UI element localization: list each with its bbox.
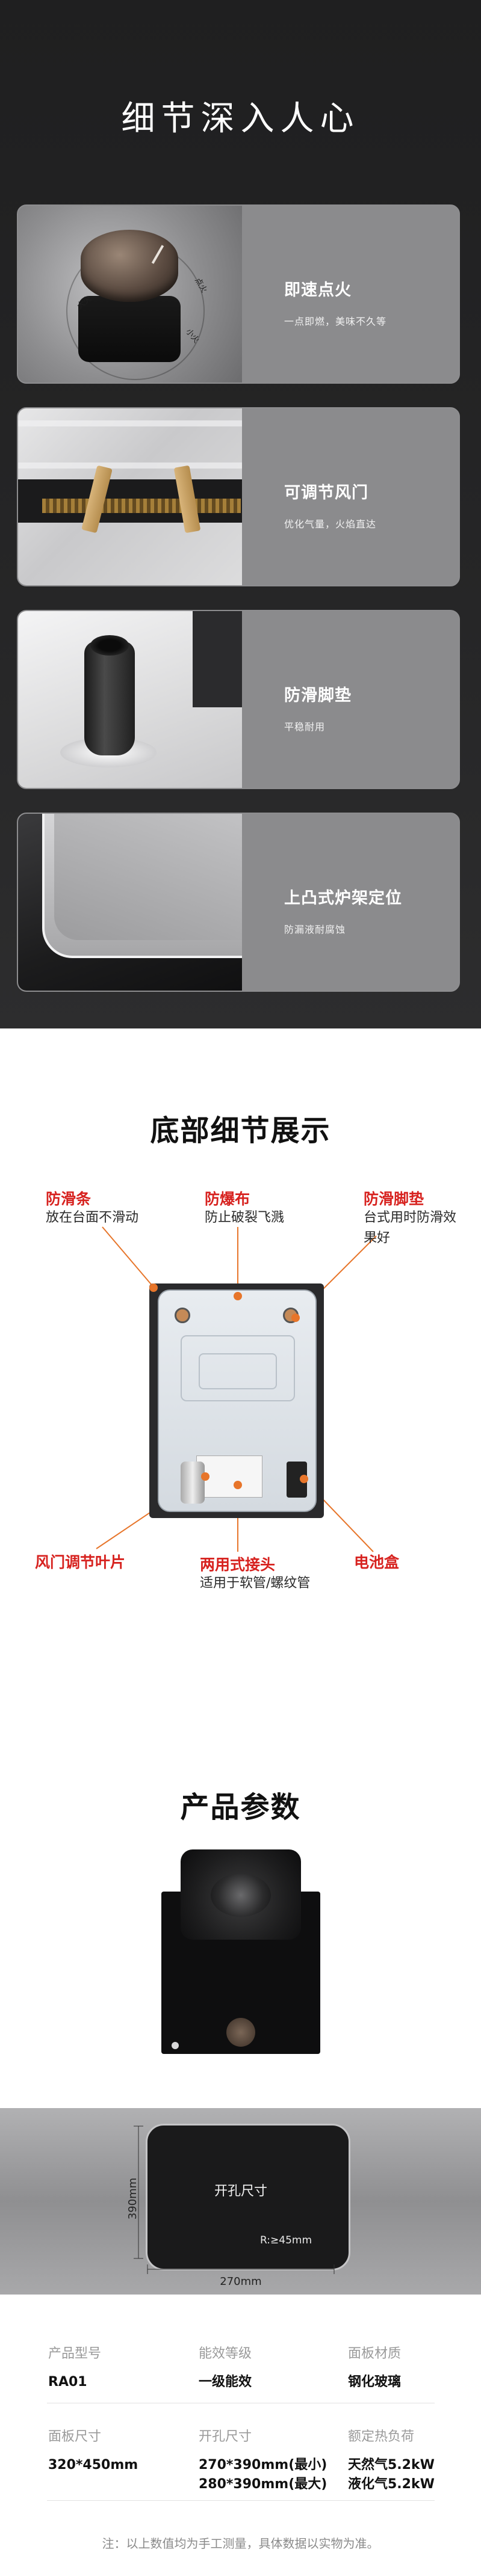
detail-card-heading: 上凸式炉架定位	[284, 889, 402, 908]
spec-value: 天然气5.2kW 液化气5.2kW	[348, 2458, 435, 2492]
bottom-section-title: 底部细节展示	[150, 1114, 331, 1148]
bottom-rib-inner	[199, 1353, 277, 1389]
spec-item: 产品型号 RA01	[48, 2343, 193, 2392]
dimension-lines	[134, 2126, 335, 2274]
callout-dual-connector: 两用式接头	[200, 1556, 276, 1573]
spec-key: 能效等级	[199, 2346, 252, 2361]
callout-anti-slip-strip-desc: 放在台面不滑动	[46, 1210, 139, 1225]
cutout-radius: R:≥45mm	[260, 2234, 312, 2246]
spec-key: 面板尺寸	[48, 2429, 102, 2444]
knob-icon	[81, 230, 178, 302]
detail-card-desc: 优化气量，火焰直达	[284, 518, 377, 530]
callout-air-damper: 风门调节叶片	[35, 1554, 126, 1571]
detail-card-heading: 即速点火	[284, 281, 352, 300]
detail-section: 细节深入人心 大火 小火 点火 即速点火 一点即燃，美味不久等 可调节风门 优化…	[0, 0, 481, 1028]
callout-dot	[234, 1481, 242, 1489]
foot-pad-icon	[84, 641, 135, 755]
detail-card-anti-slip: 防滑脚垫 平稳耐用	[17, 610, 460, 789]
callout-anti-slip-pad-desc: 台式用时防滑效果好	[364, 1210, 457, 1246]
spec-value: RA01	[48, 2375, 87, 2390]
detail-card-info: 可调节风门 优化气量，火焰直达	[242, 408, 459, 585]
battery-box-shape	[193, 611, 242, 707]
cutout-label: 开孔尺寸	[214, 2184, 267, 2199]
bottom-detail-section: 底部细节展示 防滑条 放在台面不滑动 防爆布 防止破裂飞溅 防滑脚垫 台式用时防…	[0, 1028, 481, 1735]
spec-item: 面板尺寸 320*450mm	[48, 2426, 193, 2475]
indicator-dot	[172, 2042, 179, 2049]
panel-edge-photo	[18, 814, 242, 991]
gas-inlet-icon	[181, 1462, 205, 1504]
spec-key: 面板材质	[348, 2346, 402, 2361]
detail-card-rack-position: 上凸式炉架定位 防漏液耐腐蚀	[17, 813, 460, 992]
bottom-rib	[181, 1335, 295, 1401]
spec-value: 320*450mm	[48, 2458, 138, 2473]
spec-key: 开孔尺寸	[199, 2429, 252, 2444]
panel-rim	[18, 420, 242, 469]
knob-base	[78, 296, 181, 362]
detail-card-desc: 防漏液耐腐蚀	[284, 924, 346, 935]
cutout-height: 390mm	[126, 2177, 140, 2220]
callout-anti-slip-pad: 防滑脚垫	[364, 1190, 424, 1208]
detail-card-desc: 一点即燃，美味不久等	[284, 316, 387, 327]
callout-anti-slip-strip: 防滑条	[46, 1190, 92, 1208]
spec-section: 产品参数 开孔尺寸 R:≥45mm 270mm 390mm 产品型号 RA01 …	[0, 1735, 481, 2576]
callout-dot	[149, 1283, 158, 1292]
spec-key: 额定热负荷	[348, 2429, 415, 2444]
detail-card-info: 即速点火 一点即燃，美味不久等	[242, 206, 459, 383]
spec-divider	[47, 2500, 435, 2501]
foot-photo	[18, 611, 242, 788]
detail-section-title: 细节深入人心	[121, 99, 360, 138]
burner-icon	[211, 1874, 271, 1917]
callout-dot	[201, 1472, 209, 1481]
detail-card-desc: 平稳耐用	[284, 721, 326, 733]
callout-battery-box: 电池盒	[354, 1554, 400, 1571]
callout-explosion-cloth-desc: 防止破裂飞溅	[205, 1210, 285, 1225]
detail-card-info: 防滑脚垫 平稳耐用	[242, 611, 459, 788]
callout-dot	[291, 1314, 300, 1322]
spec-key: 产品型号	[48, 2346, 102, 2361]
callout-dot	[234, 1292, 242, 1300]
bottom-foot-left	[175, 1308, 190, 1323]
detail-card-info: 上凸式炉架定位 防漏液耐腐蚀	[242, 814, 459, 991]
spec-value: 270*390mm(最小) 280*390mm(最大)	[199, 2458, 327, 2492]
knob-photo: 大火 小火 点火	[18, 206, 242, 383]
spec-item: 开孔尺寸 270*390mm(最小) 280*390mm(最大)	[199, 2426, 343, 2494]
foot-pad-top	[90, 635, 129, 656]
detail-card-heading: 可调节风门	[284, 484, 368, 502]
cutout-width: 270mm	[220, 2275, 262, 2288]
spec-item: 能效等级 一级能效	[199, 2343, 343, 2392]
spec-value: 钢化玻璃	[348, 2375, 402, 2390]
callout-dual-connector-desc: 适用于软管/螺纹管	[200, 1576, 311, 1591]
spec-item: 额定热负荷 天然气5.2kW 液化气5.2kW	[348, 2426, 481, 2494]
spec-item: 面板材质 钢化玻璃	[348, 2343, 481, 2392]
spec-value: 一级能效	[199, 2375, 252, 2390]
detail-card-heading: 防滑脚垫	[284, 686, 352, 705]
vent-grille	[42, 499, 241, 513]
callout-dot	[300, 1475, 308, 1483]
air-vent-photo	[18, 408, 242, 585]
stove-knob-icon	[226, 2018, 255, 2047]
cutout-hole	[146, 2124, 350, 2270]
footnote: 注：以上数值均为手工测量，具体数据以实物为准。	[102, 2536, 379, 2551]
detail-card-air-vent: 可调节风门 优化气量，火焰直达	[17, 407, 460, 586]
detail-card-ignition: 大火 小火 点火 即速点火 一点即燃，美味不久等	[17, 204, 460, 384]
panel-edge-inner	[54, 814, 242, 940]
spec-section-title: 产品参数	[180, 1791, 301, 1824]
callout-explosion-cloth: 防爆布	[205, 1190, 250, 1208]
